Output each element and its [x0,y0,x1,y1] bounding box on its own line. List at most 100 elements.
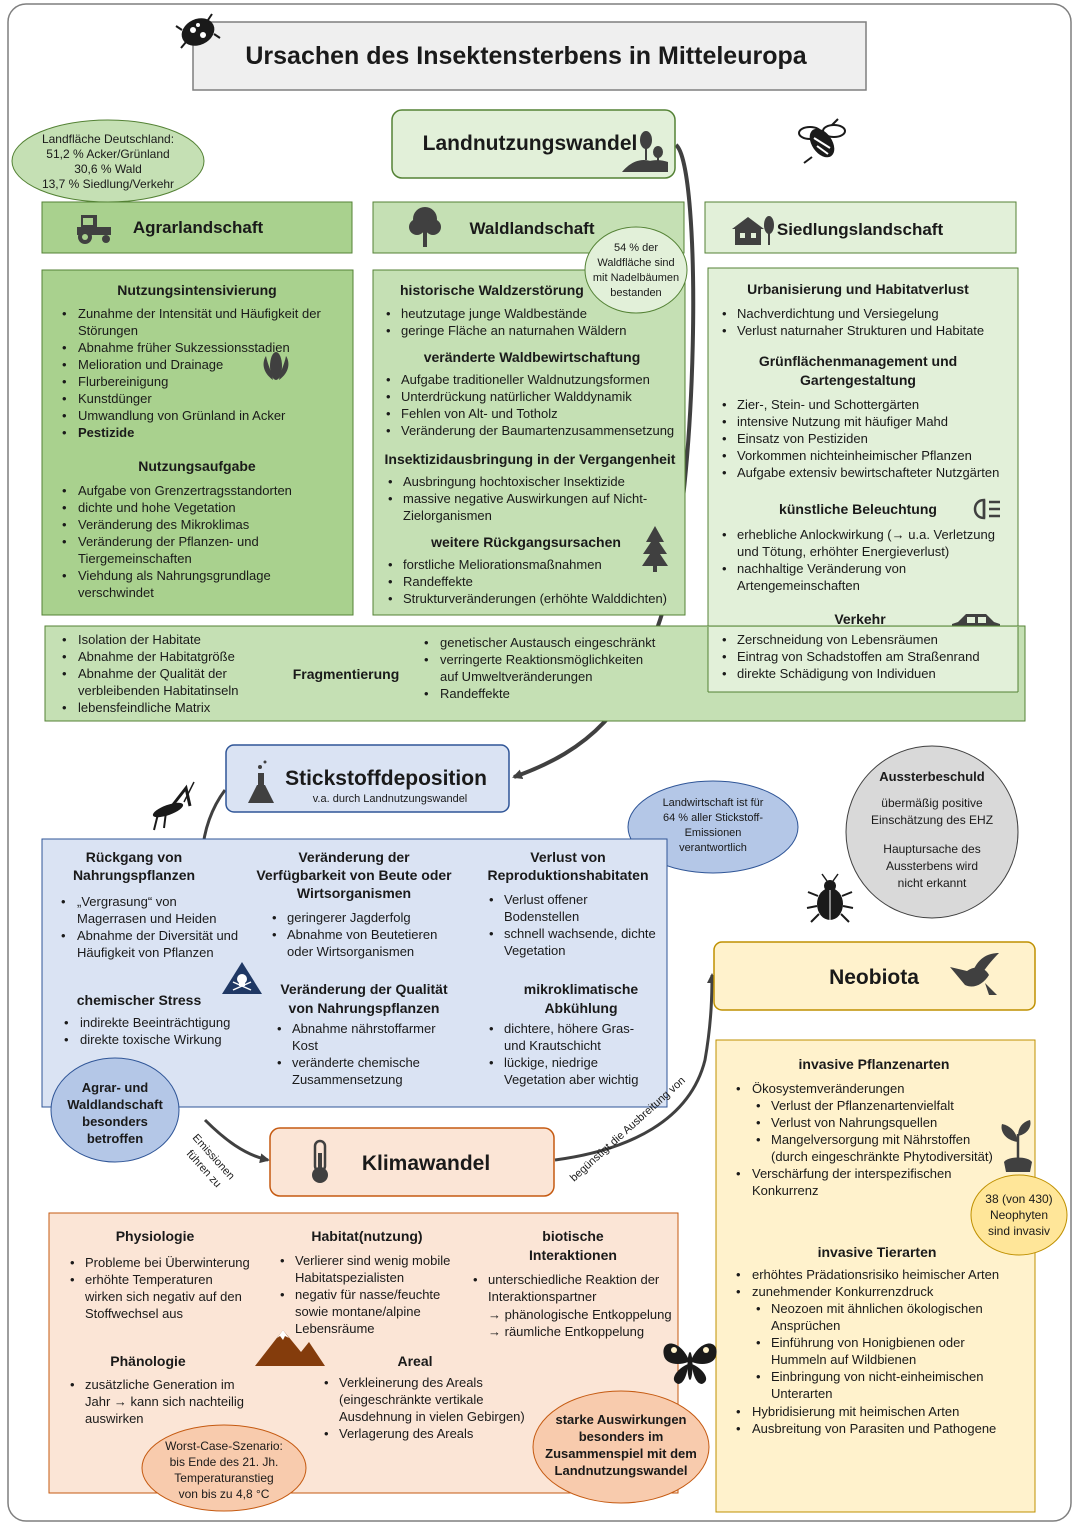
list-item: • [722,448,727,463]
list-item: • [722,561,727,576]
list-item: • [722,323,727,338]
list-item: Abnahme von Beutetieren [287,927,437,942]
fragmentation-title: Fragmentierung [293,666,400,682]
list-item: • [386,406,391,421]
worst-case-line-4: von bis zu 4,8 °C [179,1487,270,1501]
list-item: Interaktionspartner [488,1289,597,1304]
nitrogen-c3-list: • Verlust offener Bodenstellen • schnell… [489,892,656,958]
forest-note-bubble [584,226,688,314]
wald-title: Waldlandschaft [470,219,595,238]
list-item: dichte und hohe Vegetation [78,500,236,515]
nitrogen-c6-head-1: mikroklimatische [524,981,639,997]
list-item: • [62,391,67,406]
list-item: • [736,1421,741,1436]
list-item: Hybridisierung mit heimischen Arten [752,1404,959,1419]
list-item: • [62,700,67,715]
list-item: Veränderung des Mikroklimas [78,517,250,532]
neophyte-line-2: Neophyten [990,1208,1048,1222]
list-item: • [280,1287,285,1302]
list-item: • [62,500,67,515]
list-item: Ausbringung hochtoxischer Insektizide [403,474,625,489]
list-item: Vegetation [504,943,565,958]
affected-bubble [50,1057,180,1163]
list-item: Stoffwechsel aus [85,1306,184,1321]
list-item: Zerschneidung von Lebensräumen [737,632,938,647]
wald-sec4-list: • forstliche Meliorationsmaßnahmen • Ran… [388,557,667,606]
deciduous-tree-icon [409,207,441,247]
list-item: Bodenstellen [504,909,579,924]
bee-icon [798,118,846,164]
list-item: • [489,1021,494,1036]
nitrogen-c5-head-2: von Nahrungspflanzen [289,1000,440,1016]
nitrogen-c1-head-2: Nahrungspflanzen [73,867,195,883]
list-item: Viehdung als Nahrungsgrundlage [78,568,271,583]
list-item: direkte toxische Wirkung [80,1032,222,1047]
neobiota-animal-list: • erhöhtes Prädationsrisiko heimischer A… [736,1267,999,1436]
list-item: Zusammensetzung [292,1072,403,1087]
hazard-icon [222,962,262,994]
list-item: lückige, niedrige [504,1055,598,1070]
list-item: • [62,357,67,372]
arrow-climate-to-neobiota [554,973,717,1162]
beetle-icon [806,873,854,923]
list-item: Verschärfung der interspezifischen [752,1166,951,1181]
nitrogen-content [41,838,668,1108]
list-item: • [388,557,393,572]
agrar-sec2-list: • Aufgabe von Grenzertragsstandorten • d… [62,483,292,600]
strong-effects-line-4: Landnutzungswandel [555,1463,688,1478]
landscape-icon [622,131,668,172]
wald-sec3-head: Insektizidausbringung in der Vergangenhe… [385,451,676,467]
nitrogen-subtitle: v.a. durch Landnutzungswandel [313,793,468,805]
neophyte-line-1: 38 (von 430) [985,1192,1052,1206]
wald-sec2-head: veränderte Waldbewirtschaftung [424,349,641,365]
climate-phae-head: Phänologie [110,1353,186,1369]
worst-case-line-1: Worst-Case-Szenario: [165,1439,283,1453]
fragmentation-right-list: • genetischer Austausch eingeschränkt • … [424,635,656,701]
list-item: verbleibenden Habitatinseln [78,683,238,698]
list-item: • [722,306,727,321]
list-item: • [424,652,429,667]
list-item: sowie montane/alpine [295,1304,421,1319]
list-item: Isolation der Habitate [78,632,201,647]
flask-icon [248,760,274,803]
list-item: • [62,408,67,423]
list-item: und Krautschicht [504,1038,601,1053]
list-item: genetischer Austausch eingeschränkt [440,635,656,650]
list-item: (eingeschränkte vertikale [339,1392,484,1407]
nitrogen-title: Stickstoffdeposition [285,767,487,790]
list-item: Ausbreitung von Parasiten und Pathogene [752,1421,996,1436]
strong-effects-line-3: Zusammenspiel mit dem [545,1446,697,1461]
worst-case-bubble [141,1424,307,1512]
land-area-line-4: 13,7 % Siedlung/Verkehr [42,177,174,191]
list-item: Ökosystemveränderungen [752,1081,904,1096]
list-item: Strukturveränderungen (erhöhte Walddicht… [403,591,667,606]
list-item: unterschiedliche Reaktion der [488,1272,660,1287]
siedlung-overlap [708,627,1018,692]
nitrogen-c2-head-2: Verfügbarkeit von Beute oder [256,867,452,883]
list-item: Einbringung von nicht-einheimischen [771,1369,983,1384]
siedlung-sec2-head-1: Grünflächenmanagement und [759,353,957,369]
list-item: • [280,1253,285,1268]
list-item: Verkleinerung des Areals [339,1375,483,1390]
siedlung-sec4-list: • Zerschneidung von Lebensräumen • Eintr… [722,632,980,681]
list-item: • [736,1284,741,1299]
list-item: Unterdrückung natürlicher Walddynamik [401,389,632,404]
list-item: • [489,892,494,907]
list-item: Kunstdünger [78,391,152,406]
list-item: • [324,1426,329,1441]
list-item: Kost [292,1038,318,1053]
list-item: geringe Fläche an naturnahen Wäldern [401,323,626,338]
affected-line-2: Waldlandschaft [67,1097,163,1112]
list-item: intensive Nutzung mit häufiger Mahd [737,414,948,429]
nitrogen-c4-list: • indirekte Beeinträchtigung • direkte t… [64,1015,230,1047]
list-item: • [62,306,67,321]
neobiota-content [715,1039,1036,1513]
list-item: geringerer Jagderfolg [287,910,411,925]
list-item: • [722,666,727,681]
list-item: veränderte chemische [292,1055,420,1070]
list-item: forstliche Meliorationsmaßnahmen [403,557,602,572]
land-area-line-3: 30,6 % Wald [74,162,142,176]
list-item: direkte Schädigung von Individuen [737,666,936,681]
list-item: • [489,926,494,941]
